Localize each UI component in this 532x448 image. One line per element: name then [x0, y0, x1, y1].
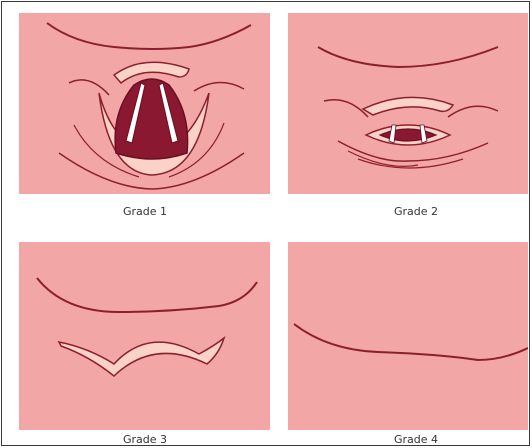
grade-2-illustration [288, 13, 528, 194]
grade-1-caption: Grade 1 [65, 205, 225, 218]
grade-4-illustration [288, 242, 528, 430]
grade-2-panel [288, 13, 528, 194]
grade-2-caption: Grade 2 [336, 205, 496, 218]
grade-1-illustration [19, 13, 270, 194]
grade-3-panel [19, 242, 270, 430]
grade-4-panel [288, 242, 528, 430]
grade-1-panel [19, 13, 270, 194]
grade-3-illustration [19, 242, 270, 430]
grade-3-caption: Grade 3 [65, 433, 225, 446]
grade-4-caption: Grade 4 [336, 433, 496, 446]
